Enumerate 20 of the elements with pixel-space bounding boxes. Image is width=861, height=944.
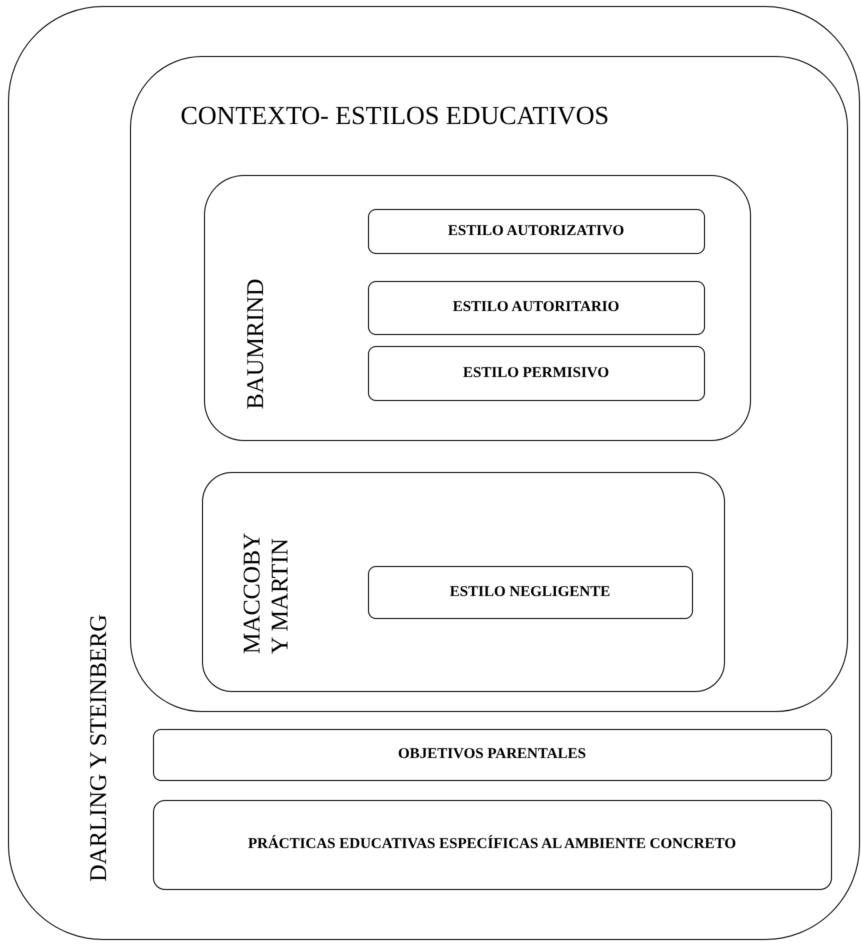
group-box	[8, 6, 860, 940]
group-box	[204, 175, 751, 441]
style-box	[368, 346, 704, 400]
group-box	[130, 56, 848, 712]
style-box	[368, 566, 692, 618]
vertical-label: BAUMRIND	[242, 278, 270, 409]
box-label: OBJETIVOS PARENTALES	[398, 746, 586, 763]
box-label: ESTILO PERMISIVO	[463, 364, 609, 382]
box-label: PRÁCTICAS EDUCATIVAS ESPECÍFICAS AL AMBIENTE CONCRETO	[248, 836, 736, 853]
box-label: ESTILO AUTORIZATIVO	[448, 222, 624, 240]
style-box	[152, 800, 832, 890]
vertical-label: DARLING Y STEINBERG	[86, 614, 113, 882]
box-label: ESTILO AUTORITARIO	[452, 299, 620, 316]
box-label: ESTILO NEGLIGENTE	[450, 584, 610, 600]
style-box	[368, 280, 704, 334]
style-box	[152, 728, 832, 780]
style-box	[368, 208, 704, 254]
vertical-label: MACCOBY Y MARTIN	[238, 532, 294, 654]
group-box	[202, 472, 725, 692]
group-title: CONTEXTO- ESTILOS EDUCATIVOS	[180, 100, 610, 130]
